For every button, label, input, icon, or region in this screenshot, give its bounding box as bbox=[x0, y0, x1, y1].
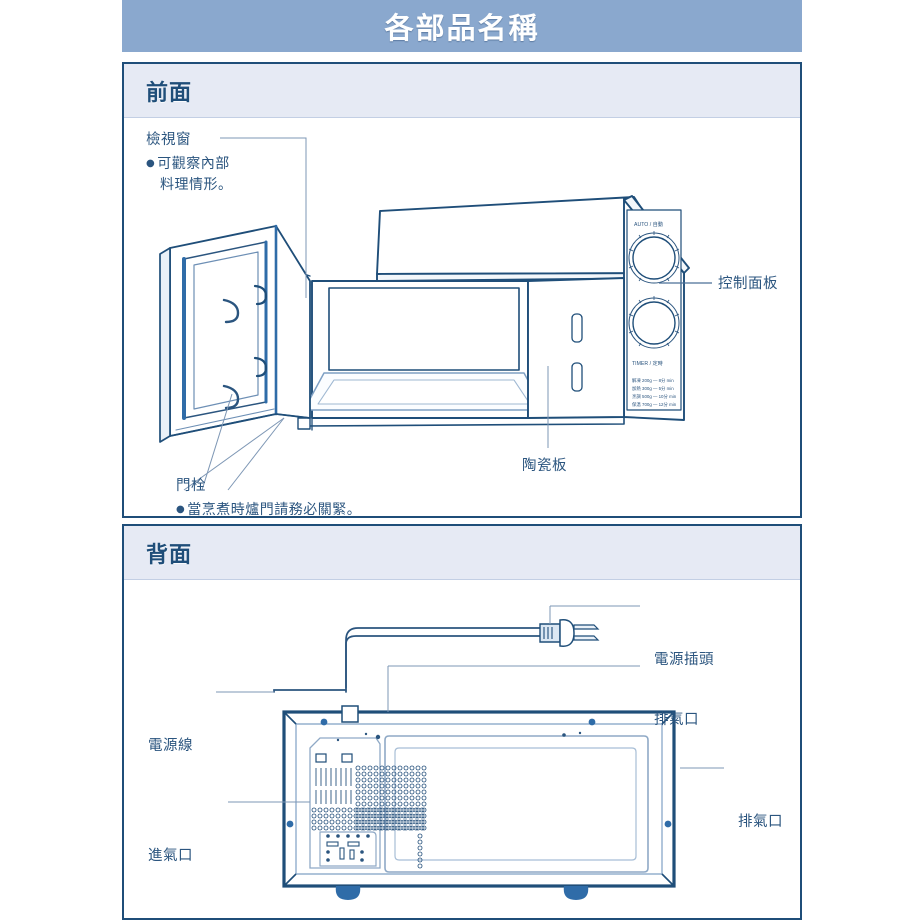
label-viewing-window-note: 可觀察內部 bbox=[146, 154, 230, 174]
front-leader-lines bbox=[183, 137, 549, 491]
back-leader-lines bbox=[216, 605, 724, 803]
label-ceramic-plate: 陶瓷板 bbox=[522, 458, 567, 474]
intake-slots bbox=[315, 768, 352, 804]
front-view-illustration: AUTO / 自動 bbox=[159, 137, 712, 491]
control-panel-detail: AUTO / 自動 bbox=[628, 220, 680, 408]
svg-text:TIMER / 定時: TIMER / 定時 bbox=[632, 359, 663, 367]
svg-text:烹調 500g — 10分 min: 烹調 500g — 10分 min bbox=[632, 393, 677, 400]
section-back-title: 背面 bbox=[146, 542, 193, 568]
page-title: 各部品名稱 bbox=[384, 11, 540, 45]
label-door-latch-note: 當烹煮時爐門請務必關緊。 bbox=[176, 500, 361, 520]
svg-text:保溫 700g — 12分 min: 保溫 700g — 12分 min bbox=[632, 401, 677, 408]
label-exhaust-vent-top: 排氣口 bbox=[654, 712, 699, 728]
section-front-body: AUTO / 自動 bbox=[124, 118, 800, 518]
svg-text:AUTO / 自動: AUTO / 自動 bbox=[634, 220, 663, 228]
svg-text:解凍 200g — 8分 min: 解凍 200g — 8分 min bbox=[632, 377, 674, 384]
label-door-latch: 門栓 bbox=[176, 478, 206, 494]
air-intake-perforations bbox=[311, 765, 427, 869]
label-control-panel: 控制面板 bbox=[718, 276, 778, 292]
label-power-cord: 電源線 bbox=[148, 738, 193, 754]
section-front-view: 前面 bbox=[122, 62, 802, 518]
page-header-bar: 各部品名稱 bbox=[122, 0, 802, 52]
section-front-title: 前面 bbox=[146, 80, 193, 106]
back-view-illustration bbox=[216, 605, 724, 900]
label-power-plug: 電源插頭 bbox=[654, 652, 714, 668]
section-front-header: 前面 bbox=[124, 64, 800, 118]
label-exhaust-vent-side: 排氣口 bbox=[738, 814, 783, 830]
svg-text:加熱 300g — 5分 min: 加熱 300g — 5分 min bbox=[632, 385, 674, 392]
label-viewing-window-note2: 料理情形。 bbox=[160, 177, 233, 193]
label-viewing-window: 檢視窗 bbox=[146, 132, 191, 148]
section-back-view: 背面 bbox=[122, 524, 802, 920]
section-back-body: 電源插頭 排氣口 電源線 排氣口 進氣口 bbox=[124, 580, 800, 918]
section-back-header: 背面 bbox=[124, 526, 800, 580]
label-air-intake: 進氣口 bbox=[148, 848, 193, 864]
power-plug-art bbox=[539, 619, 600, 647]
back-cabinet-art bbox=[282, 705, 676, 900]
